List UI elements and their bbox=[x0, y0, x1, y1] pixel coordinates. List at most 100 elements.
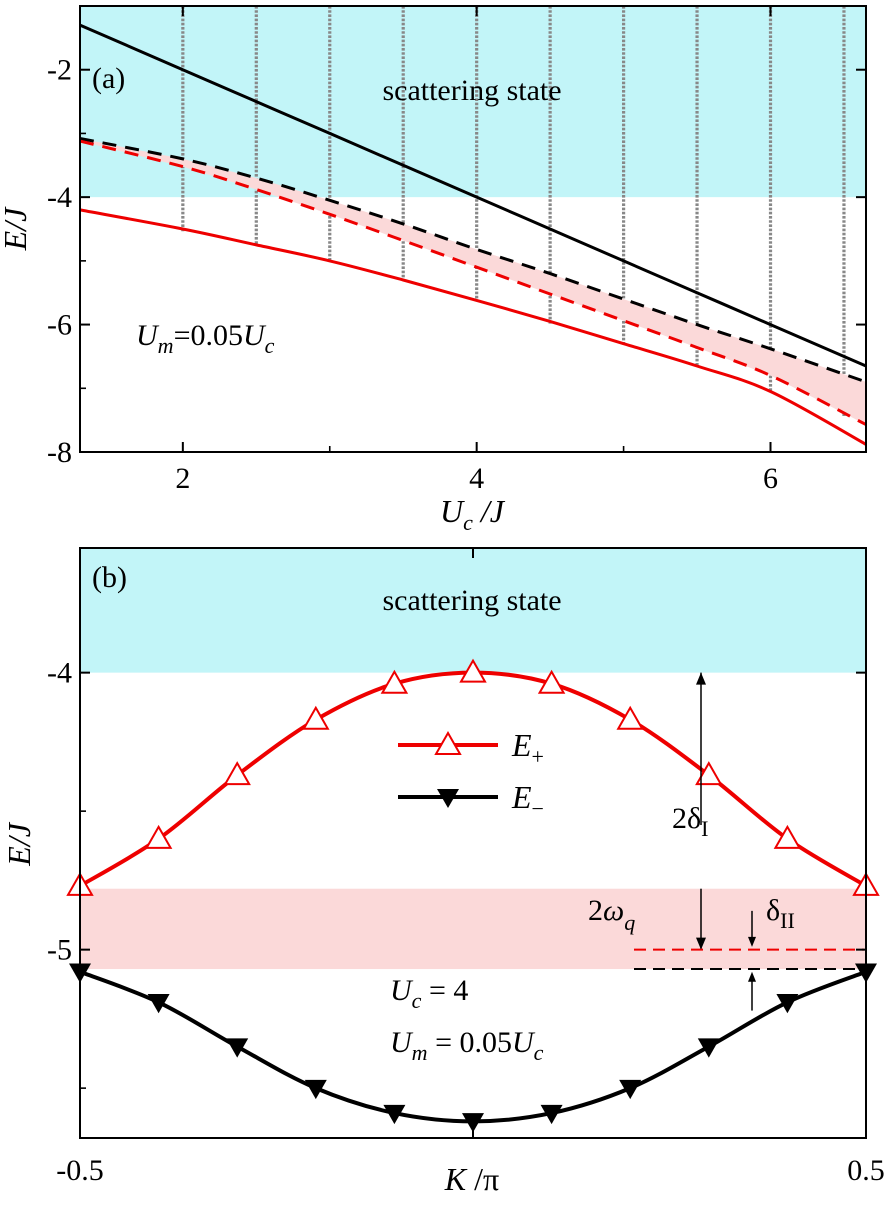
marker-e-minus-8 bbox=[697, 1038, 720, 1058]
legend-e-minus-sub: − bbox=[532, 796, 544, 821]
ylabel-a: E/J bbox=[0, 206, 33, 251]
ann-b2-sub: m bbox=[412, 1040, 428, 1065]
series-line-red-solid bbox=[79, 208, 867, 446]
pink-band-b bbox=[80, 888, 866, 970]
scattering-band-a bbox=[80, 6, 866, 198]
marker-e-plus-4 bbox=[380, 669, 409, 694]
marker-e-minus-5 bbox=[462, 1113, 484, 1133]
legend-e-plus-E: E bbox=[511, 727, 532, 763]
series-line-e-plus bbox=[78, 670, 868, 888]
xlab-a-rest: /J bbox=[473, 493, 506, 529]
gap-label-2delta: 2δI bbox=[672, 802, 708, 841]
ticks-b: -0.5 0.5 -5 -4 bbox=[47, 548, 885, 1187]
series-line-black-dashed bbox=[79, 137, 867, 384]
marker-e-plus-8 bbox=[695, 761, 723, 786]
series-line-red-dashed bbox=[79, 139, 867, 426]
arrow-2delta-upper-head bbox=[696, 672, 706, 685]
ann-a-U: U bbox=[136, 319, 160, 352]
xtick-label-b: -0.5 bbox=[56, 1154, 104, 1187]
panel-label-b: (b) bbox=[92, 561, 127, 594]
marker-e-plus-5 bbox=[459, 658, 487, 683]
ann-a-sub-m: m bbox=[158, 333, 174, 358]
gap-2omega-sub: q bbox=[624, 910, 635, 935]
ann-b2-U2: U bbox=[512, 1026, 536, 1059]
legend-e-minus-E: E bbox=[511, 779, 532, 815]
frame-a bbox=[79, 5, 867, 453]
band-label-a: scattering state bbox=[382, 74, 561, 107]
gap-2omega-2: 2 bbox=[588, 894, 603, 927]
gap-deltaII-sub: II bbox=[780, 908, 795, 933]
ytick-label-b: -5 bbox=[47, 934, 72, 967]
xlab-a-sub: c bbox=[463, 510, 473, 535]
legend-marker-e-plus bbox=[434, 730, 462, 755]
xlabel-a: Uc /J bbox=[440, 493, 506, 535]
marker-e-minus-9 bbox=[776, 994, 799, 1014]
xlab-b-pi: π bbox=[483, 1161, 499, 1197]
ticks-a: 2 4 6 -8 -6 -4 -2 bbox=[47, 6, 866, 495]
legend-marker-e-minus bbox=[437, 789, 459, 808]
ytick-label-b: -4 bbox=[47, 657, 72, 690]
gap-label-2omega: 2ωq bbox=[588, 894, 635, 935]
ann-b1-sub: c bbox=[412, 988, 422, 1013]
annotation-b-line1: Uc = 4 bbox=[390, 974, 468, 1013]
lines-a bbox=[79, 23, 867, 446]
annotation-b-line2: Um = 0.05Uc bbox=[390, 1026, 544, 1065]
arrow-deltaII-top-head bbox=[748, 936, 756, 947]
marker-e-minus-1 bbox=[147, 994, 170, 1014]
marker-e-plus-6 bbox=[537, 669, 566, 694]
xtick-label-a: 4 bbox=[469, 462, 484, 495]
marker-e-minus-4 bbox=[383, 1104, 406, 1125]
marker-e-plus-2 bbox=[223, 761, 251, 786]
ylabel-b: E/J bbox=[1, 821, 37, 866]
xtick-label-b: 0.5 bbox=[847, 1154, 885, 1187]
gap-2delta-main: 2δ bbox=[672, 802, 701, 835]
ytick-label-a: -2 bbox=[47, 54, 72, 87]
ytick-label-a: -4 bbox=[47, 181, 72, 214]
gap-2omega-w: ω bbox=[603, 894, 624, 927]
ann-b2-U: U bbox=[390, 1026, 414, 1059]
xtick-label-a: 2 bbox=[175, 462, 190, 495]
xlabel-b: K /π bbox=[444, 1161, 499, 1197]
panel-a: 2 4 6 -8 -6 -4 -2 (a) scattering state Um=0.05… bbox=[0, 5, 867, 535]
ytick-label-a: -6 bbox=[47, 309, 72, 342]
ann-b2-mid: = 0.05 bbox=[428, 1026, 512, 1059]
annotation-b: Uc = 4Um = 0.05Uc bbox=[390, 974, 544, 1065]
marker-e-minus-7 bbox=[619, 1079, 642, 1100]
scattering-band-b bbox=[80, 548, 866, 673]
ytick-label-a: -8 bbox=[47, 436, 72, 469]
ylab-b-text: E/J bbox=[1, 821, 37, 866]
ann-b1-rest: = 4 bbox=[421, 974, 468, 1007]
xlab-a-U: U bbox=[440, 493, 465, 529]
annotation-a: Um=0.05Uc bbox=[136, 319, 275, 358]
arrow-2delta-lower-head bbox=[696, 937, 706, 950]
xtick-label-a: 6 bbox=[763, 462, 778, 495]
marker-e-plus-3 bbox=[302, 705, 330, 730]
legend-label-e-plus: E+ bbox=[511, 727, 544, 769]
ann-a-mid: =0.05 bbox=[174, 319, 243, 352]
ann-a-U2: U bbox=[243, 319, 267, 352]
marker-e-plus-7 bbox=[616, 705, 644, 730]
panel-label-a: (a) bbox=[92, 62, 125, 95]
band-label-b: scattering state bbox=[382, 584, 561, 617]
gap-2delta-sub: I bbox=[701, 816, 708, 841]
series-line-black-solid bbox=[79, 23, 867, 368]
arrow-deltaII-bottom-head bbox=[748, 971, 756, 982]
legend-label-e-minus: E− bbox=[511, 779, 544, 821]
ylab-a-text: E/J bbox=[0, 206, 33, 251]
marker-e-minus-3 bbox=[304, 1079, 327, 1100]
legend-e-plus-sub: + bbox=[532, 744, 544, 769]
gap-arrows-b bbox=[634, 672, 864, 1011]
ann-a-sub-c: c bbox=[265, 333, 275, 358]
marker-e-minus-2 bbox=[226, 1038, 249, 1058]
xlab-b-slash: / bbox=[466, 1161, 483, 1197]
marker-e-minus-6 bbox=[540, 1104, 563, 1125]
gap-deltaII-main: δ bbox=[766, 894, 780, 927]
ann-b1-U: U bbox=[390, 974, 414, 1007]
legend-b: E+E− bbox=[398, 727, 544, 821]
xlab-b-K: K bbox=[444, 1161, 468, 1197]
marker-e-plus-9 bbox=[773, 824, 802, 849]
gap-label-deltaII: δII bbox=[766, 894, 795, 933]
